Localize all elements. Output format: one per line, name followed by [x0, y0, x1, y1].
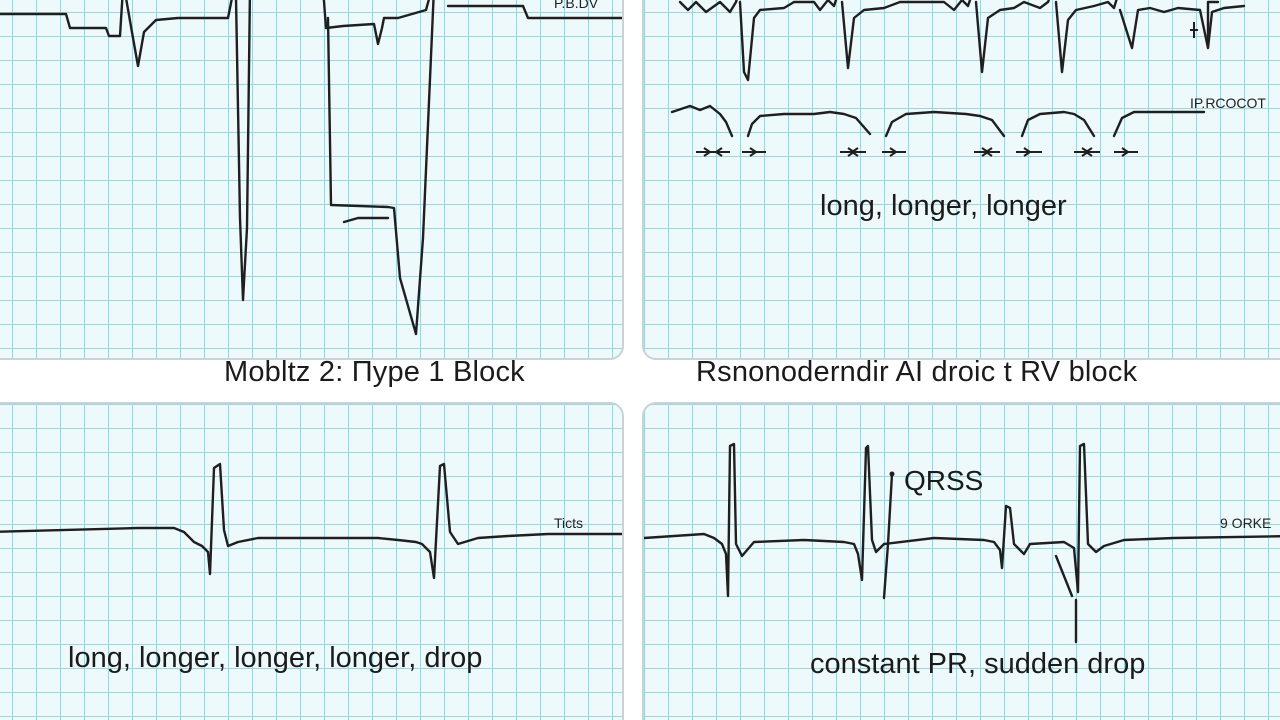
- ecg-trace-bottom-right-svg: QRSS 9 ORKE: [644, 442, 1280, 644]
- drop-pointer: [1054, 554, 1078, 644]
- caption-top-left: Mobltz 2: Пype 1 Block: [224, 356, 525, 388]
- ecg-trace-top-right-upper: [678, 0, 1246, 82]
- qrs-pointer: [882, 472, 894, 600]
- ecg-panel-bottom-left: Ticts long, longer, longer, longer, drop: [0, 402, 624, 720]
- corner-label-bottom-left: Ticts: [554, 515, 583, 531]
- ecg-trace-bottom-left: [0, 462, 622, 580]
- ecg-trace-top-right-vert: [1206, 0, 1220, 48]
- annotation-bottom-left: long, longer, longer, longer, drop: [68, 642, 483, 674]
- ecg-trace-top-left: [0, 0, 622, 336]
- ecg-trace-top-right-lower: [670, 104, 1206, 138]
- interval-markers: [696, 22, 1198, 157]
- annotation-top-right: long, longer, longer: [820, 190, 1067, 222]
- corner-label-bottom-right: 9 ORKE: [1220, 515, 1271, 531]
- ecg-trace-bottom-right: [644, 442, 1280, 598]
- corner-label-top-left: P.B.DV: [554, 0, 599, 11]
- ecg-trace-top-right-svg: IP.RCOCOT: [670, 0, 1266, 157]
- caption-top-right: Rsnonoderndir AI droic t RV block: [696, 356, 1138, 388]
- ecg-trace-bottom-left-svg: Ticts: [0, 462, 622, 580]
- qrs-label: QRSS: [904, 465, 983, 496]
- qrs-pointer-dot: [889, 471, 895, 477]
- ecg-panel-top-right: IP.RCOCOT long, longer, longer: [642, 0, 1280, 360]
- ecg-panel-top-left: P.B.DV: [0, 0, 624, 360]
- corner-label-top-right: IP.RCOCOT: [1190, 95, 1266, 111]
- ecg-panel-bottom-right: QRSS 9 ORKE constant PR, sudden drop: [642, 402, 1280, 720]
- ecg-trace-top-left-svg: P.B.DV: [0, 0, 622, 336]
- annotation-bottom-right: constant PR, sudden drop: [810, 648, 1146, 680]
